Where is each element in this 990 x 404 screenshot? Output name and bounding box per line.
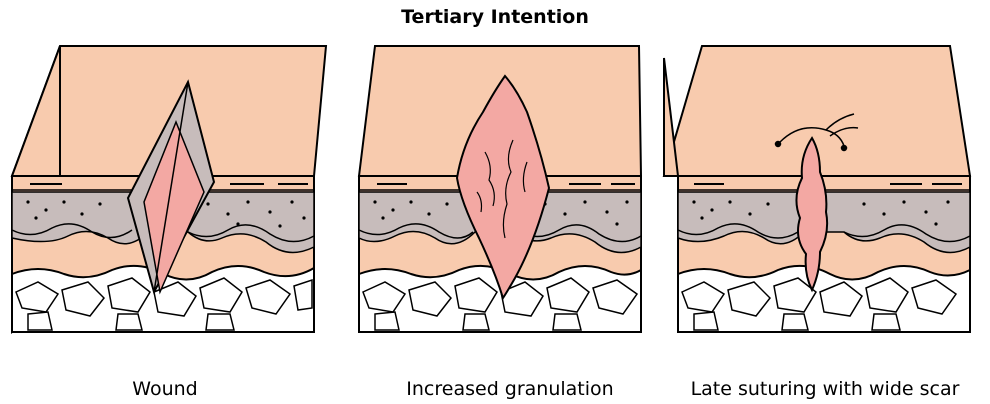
- panel-late-suturing: [660, 42, 980, 376]
- skin-block-wound: [8, 42, 328, 376]
- diagram-title: Tertiary Intention: [0, 6, 990, 28]
- panel-increased-granulation: [355, 42, 675, 376]
- caption-wound: Wound: [0, 378, 330, 400]
- panel-wound: [8, 42, 328, 376]
- caption-late-suturing: Late suturing with wide scar: [660, 378, 990, 400]
- skin-block-suturing: [660, 42, 980, 376]
- fat-layer: [678, 266, 970, 332]
- caption-increased-granulation: Increased granulation: [345, 378, 675, 400]
- skin-block-granulation: [355, 42, 675, 376]
- skin-side-face: [664, 58, 678, 176]
